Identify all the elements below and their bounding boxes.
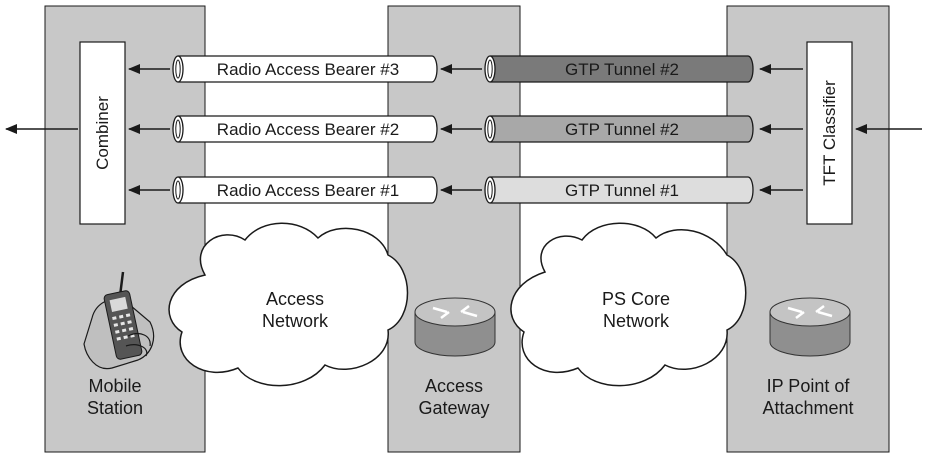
combiner-label: Combiner: [93, 96, 112, 170]
gtp-tunnel-row-2: GTP Tunnel #2: [484, 115, 754, 143]
radio-access-bearer-1: Radio Access Bearer #1: [172, 176, 438, 204]
gtp-tunnel-row-3-label: GTP Tunnel #1: [565, 181, 679, 200]
ip-attachment-router-icon: [769, 297, 851, 357]
radio-access-bearer-1-label: Radio Access Bearer #1: [217, 181, 399, 200]
arrows-group: [5, 64, 922, 195]
radio-access-bearer-3: Radio Access Bearer #3: [172, 55, 438, 83]
ps-core-network-cloud: [510, 222, 747, 387]
radio-access-bearer-2: Radio Access Bearer #2: [172, 115, 438, 143]
gtp-tunnel-row-1-label: GTP Tunnel #2: [565, 60, 679, 79]
tft-classifier-box: [806, 41, 853, 225]
mobile-phone-icon: [83, 271, 155, 370]
access-network-cloud: [168, 222, 409, 387]
radio-access-bearer-2-label: Radio Access Bearer #2: [217, 120, 399, 139]
combiner-box: [79, 41, 126, 225]
radio-access-bearer-3-label: Radio Access Bearer #3: [217, 60, 399, 79]
tft-classifier-label: TFT Classifier: [820, 80, 839, 186]
gtp-tunnel-row-2-label: GTP Tunnel #2: [565, 120, 679, 139]
pipes-group: Radio Access Bearer #3 Radio Access Beare…: [172, 55, 754, 204]
gtp-tunnel-row-1: GTP Tunnel #2: [484, 55, 754, 83]
access-gateway-router-icon: [414, 297, 496, 357]
gtp-tunnel-row-3: GTP Tunnel #1: [484, 176, 754, 204]
